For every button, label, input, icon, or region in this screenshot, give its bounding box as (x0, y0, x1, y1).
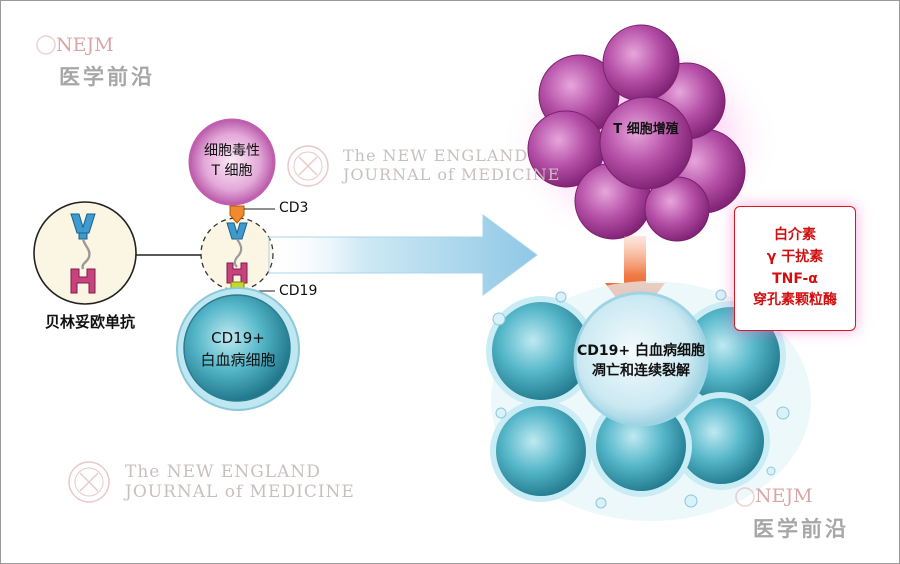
lysis-label-line1: CD19+ 白血病细胞 (577, 343, 705, 359)
nejm-seal-icon (36, 35, 755, 507)
t-cell-cluster (501, 24, 781, 251)
journal-watermark-line1: The NEW ENGLAND (125, 462, 321, 482)
proliferation-label: T 细胞增殖 (613, 122, 679, 137)
journal-watermark-line1: The NEW ENGLAND (343, 146, 529, 165)
journal-seal-icon (68, 461, 110, 503)
cytokine-interferon-gamma: γ 干扰素 (766, 248, 824, 265)
lysing-leukemia-cluster (486, 281, 811, 521)
leukemia-label-line2: 白血病细胞 (200, 351, 276, 369)
t-cell-label-line2: T 细胞 (211, 163, 253, 179)
antibody-illustration (33, 201, 201, 305)
nejm-brand-watermark: NEJM (56, 34, 114, 56)
cytotoxic-t-cell (188, 118, 276, 206)
lysis-label-line2: 凋亡和连续裂解 (592, 363, 690, 379)
journal-watermark-line2: JOURNAL of MEDICINE (343, 165, 561, 184)
leukemia-label-line1: CD19+ (211, 329, 265, 347)
cytokine-box: 白介素 γ 干扰素 TNF-α 穿孔素颗粒酶 (734, 206, 856, 331)
t-cell-label-line1: 细胞毒性 (204, 143, 260, 159)
nejm-brand-watermark: NEJM (755, 485, 813, 507)
nejm-cn-watermark: 医学前沿 (753, 517, 849, 541)
antibody-label: 贝林妥欧单抗 (44, 313, 135, 331)
blue-arrow (268, 214, 538, 296)
cd3-marker (229, 205, 245, 224)
synapse-circle (200, 217, 274, 291)
cd3-label: CD3 (279, 200, 309, 216)
cytokine-tnf-alpha: TNF-α (772, 270, 818, 287)
journal-seal-icon (287, 145, 329, 187)
cytokine-perforin-granzyme: 穿孔素颗粒酶 (753, 292, 837, 309)
cd19-label: CD19 (279, 283, 318, 299)
nejm-cn-watermark: 医学前沿 (59, 65, 155, 89)
bound-antibody (226, 222, 248, 284)
journal-watermark-line2: JOURNAL of MEDICINE (125, 482, 355, 502)
cytokine-interleukin: 白介素 (774, 227, 816, 244)
